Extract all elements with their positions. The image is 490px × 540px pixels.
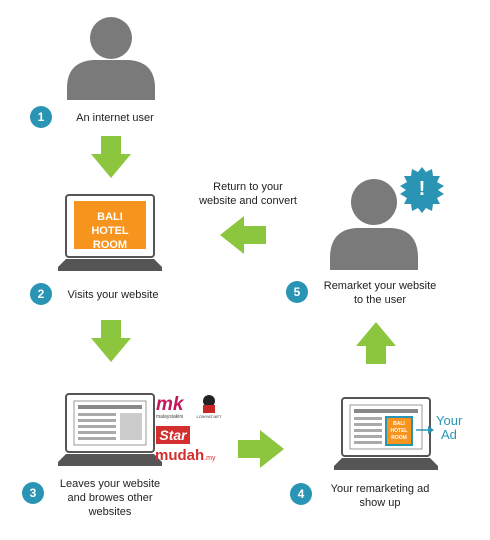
step-1-badge: 1 [30,106,52,128]
step-1-label: An internet user [76,112,154,124]
website-laptop: BALI HOTEL ROOM [58,193,162,277]
alert-mark: ! [418,178,426,200]
other-websites-laptop-icon [58,393,162,466]
arrow-left-icon [220,216,266,254]
arrow-down-icon [91,320,131,362]
step-2-badge: 2 [30,283,52,305]
lowyat-mascot-icon [203,395,215,413]
lowyat-logo-text: LOWYAT.NET [196,414,222,419]
step-3-label-line3: websites [88,506,132,518]
website-screen-line1: BALI [97,211,123,223]
step-3-label-line2: and browes other [67,492,153,504]
step-3-label-line1: Leaves your website [59,478,161,490]
step-2-label: Visits your website [67,289,159,301]
step-3-badge: 3 [22,482,44,504]
internet-user-icon [67,17,155,100]
return-label-line1: Return to your [213,181,283,193]
return-label-line2: website and convert [199,195,297,207]
arrow-up-icon [356,322,396,364]
your-ad-line2: Ad [441,427,457,442]
step-4-badge: 4 [290,483,312,505]
step-4-label: Your remarketing ad show up [318,482,442,510]
step-4-label-line2: show up [359,497,401,509]
step-3-label: Leaves your website and browes other web… [52,477,168,519]
ad-screen: BALI HOTEL ROOM [385,416,413,446]
website-screen: BALI HOTEL ROOM [74,201,146,251]
remarketing-laptop: BALI HOTEL ROOM [334,396,438,474]
alert-badge-icon [400,167,444,213]
your-ad-line1: Your [436,413,463,428]
star-logo-text: Star [159,427,187,443]
return-label: Return to your website and convert [188,180,308,208]
step-5-label: Remarket your website to the user [312,279,448,307]
ad-screen-line3: ROOM [391,435,407,441]
ad-pointer-arrow-icon [416,426,434,434]
step-5-badge: 5 [286,281,308,303]
arrow-down-icon [91,136,131,178]
step-4-label-line1: Your remarketing ad [330,483,430,495]
step-5-label-line1: Remarket your website [323,280,437,292]
your-ad-label: Your Ad [436,414,476,442]
remarketed-user-icon [330,179,418,270]
arrow-right-icon [238,430,284,468]
ad-screen-line1: BALI [393,421,405,427]
mk-logo-text: mk [156,394,184,415]
lowyat-logo: LOWYAT.NET [196,394,222,424]
step-5-label-line2: to the user [354,294,406,306]
mk-logo-sub: malaysiakini [156,414,184,420]
ad-screen-line2: HOTEL [390,428,408,434]
malaysiakini-logo: mk malaysiakini [156,394,192,424]
mudah-logo: mudah.my [155,447,225,465]
website-screen-line2: HOTEL ROOM [91,225,129,251]
mudah-logo-text: mudah [155,447,205,464]
star-logo: Star [156,426,190,444]
mudah-logo-suffix: .my [204,455,216,462]
